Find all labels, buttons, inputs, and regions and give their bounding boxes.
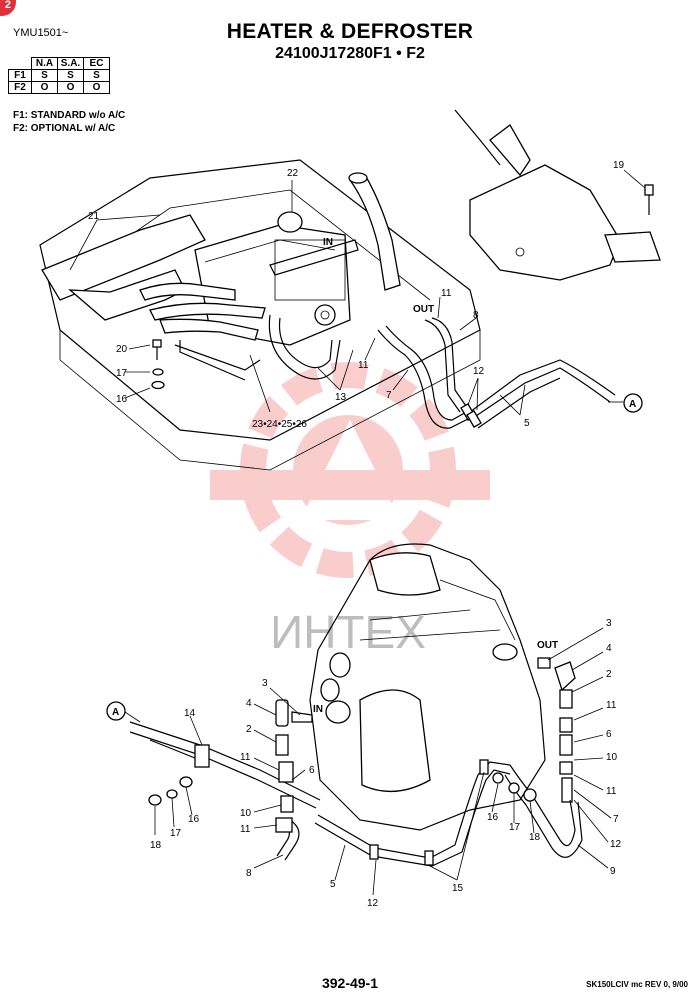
callout-18: 18 xyxy=(529,832,541,843)
callout-14: 14 xyxy=(184,708,196,719)
table-row: F2 O O O xyxy=(8,81,110,94)
callout-8: 8 xyxy=(473,310,479,321)
callout-17: 17 xyxy=(509,822,521,833)
callout-23-26: 23•24•25•26 xyxy=(252,419,307,430)
callout-8: 8 xyxy=(246,868,252,879)
callout-18: 18 xyxy=(150,840,162,851)
label-in: IN xyxy=(323,237,333,248)
revision-footer: SK150LCIV mc REV 0, 9/00 xyxy=(586,980,688,989)
callout-13: 13 xyxy=(335,392,347,403)
variant-legend: F1: STANDARD w/o A/C F2: OPTIONAL w/ A/C xyxy=(13,109,125,135)
callout-16: 16 xyxy=(188,814,200,825)
callout-7: 7 xyxy=(613,814,619,825)
label-out: OUT xyxy=(537,640,558,651)
callout-9: 9 xyxy=(610,866,616,877)
callout-22: 22 xyxy=(287,168,299,179)
callout-20: 20 xyxy=(116,344,128,355)
callout-3: 3 xyxy=(606,618,612,629)
callout-6: 6 xyxy=(606,729,612,740)
callout-5: 5 xyxy=(524,418,530,429)
ref-a: A xyxy=(629,399,636,410)
label-in: IN xyxy=(313,704,323,715)
callout-6: 6 xyxy=(309,765,315,776)
callout-11: 11 xyxy=(358,360,369,371)
legend-line: F2: OPTIONAL w/ A/C xyxy=(13,123,116,134)
watermark-text: ИНТЕХ xyxy=(270,606,426,658)
upper-assembly xyxy=(39,109,661,471)
variant-table: N.A S.A. EC F1 S S S F2 O O O xyxy=(8,57,110,94)
callout-4: 4 xyxy=(606,643,612,654)
watermark-logo xyxy=(210,362,490,578)
callout-12: 12 xyxy=(610,839,622,850)
callout-10: 10 xyxy=(240,808,252,819)
ref-a: A xyxy=(112,707,119,718)
callout-2: 2 xyxy=(246,724,252,735)
callout-15: 15 xyxy=(452,883,464,894)
page-title: HEATER & DEFROSTER xyxy=(226,20,474,43)
ref-circle-a xyxy=(623,393,643,413)
legend-line: F1: STANDARD w/o A/C xyxy=(13,110,126,121)
callout-19: 19 xyxy=(613,160,625,171)
callout-11: 11 xyxy=(441,288,452,299)
label-out: OUT xyxy=(413,304,434,315)
part-number: 24100J17280F1 • F2 xyxy=(275,45,425,62)
callout-7: 7 xyxy=(386,390,392,401)
callout-5: 5 xyxy=(330,879,336,890)
lower-assembly xyxy=(106,543,612,896)
callout-11: 11 xyxy=(240,824,251,835)
callout-12: 12 xyxy=(367,898,379,909)
callout-16: 16 xyxy=(487,812,499,823)
callout-2: 2 xyxy=(606,669,612,680)
callout-10: 10 xyxy=(606,752,618,763)
callout-11: 11 xyxy=(606,700,617,711)
page-number: 392-49-1 xyxy=(321,975,379,991)
callout-17: 17 xyxy=(116,368,128,379)
callout-21: 21 xyxy=(88,211,100,222)
table-cell: O xyxy=(83,81,110,94)
callout-4: 4 xyxy=(246,698,252,709)
model-range: YMU1501~ xyxy=(13,27,69,39)
callout-12: 12 xyxy=(473,366,485,377)
callout-17: 17 xyxy=(170,828,182,839)
ref-circle-a-lower xyxy=(106,701,126,721)
callout-3: 3 xyxy=(262,678,268,689)
callout-11: 11 xyxy=(606,786,617,797)
callout-16: 16 xyxy=(116,394,128,405)
callout-11: 11 xyxy=(240,752,251,763)
